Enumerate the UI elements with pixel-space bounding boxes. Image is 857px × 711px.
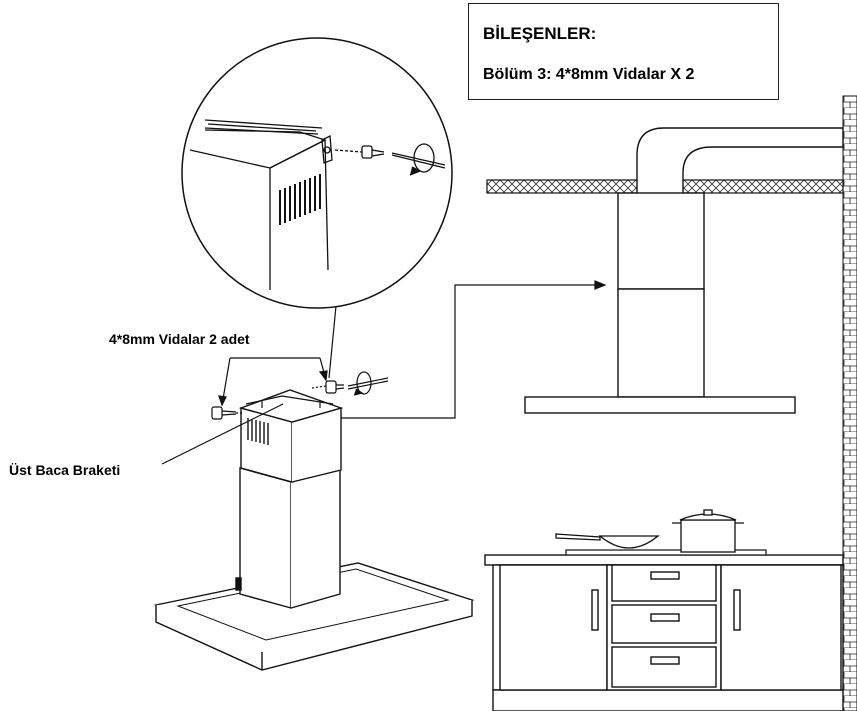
components-box: BİLEŞENLER: Bölüm 3: 4*8mm Vidalar X 2: [468, 3, 779, 100]
zoom-leader-line: [328, 305, 337, 379]
zoom-screw-icon: [334, 145, 385, 159]
bracket-callout-label: Üst Baca Braketi: [9, 462, 121, 478]
exhaust-duct: [636, 127, 844, 193]
right-screw-icon: [311, 380, 345, 394]
chimney-vent: [247, 418, 269, 445]
kitchen-counter: [484, 554, 844, 711]
connector-arrow: [341, 280, 607, 419]
frying-pan: [555, 533, 660, 549]
detail-zoom-circle: [181, 37, 453, 309]
screw-callout-arrows: [218, 357, 328, 407]
screwdriver-icon: [347, 371, 389, 396]
left-screw-icon: [211, 406, 244, 420]
cooking-pot: [672, 509, 744, 553]
bracket-leader-line: [161, 403, 284, 465]
components-part-line: Bölüm 3: 4*8mm Vidalar X 2: [483, 66, 695, 83]
vent-slots: [279, 174, 321, 225]
left-hood-assembly: [153, 389, 475, 671]
brick-wall: [842, 95, 857, 711]
cooktop: [565, 549, 767, 556]
components-title: BİLEŞENLER:: [483, 24, 597, 43]
installed-chimney: [617, 192, 705, 398]
installed-hood-canopy: [524, 396, 796, 414]
zoom-screwdriver-icon: [391, 143, 446, 176]
screws-callout-label: 4*8mm Vidalar 2 adet: [109, 331, 250, 347]
